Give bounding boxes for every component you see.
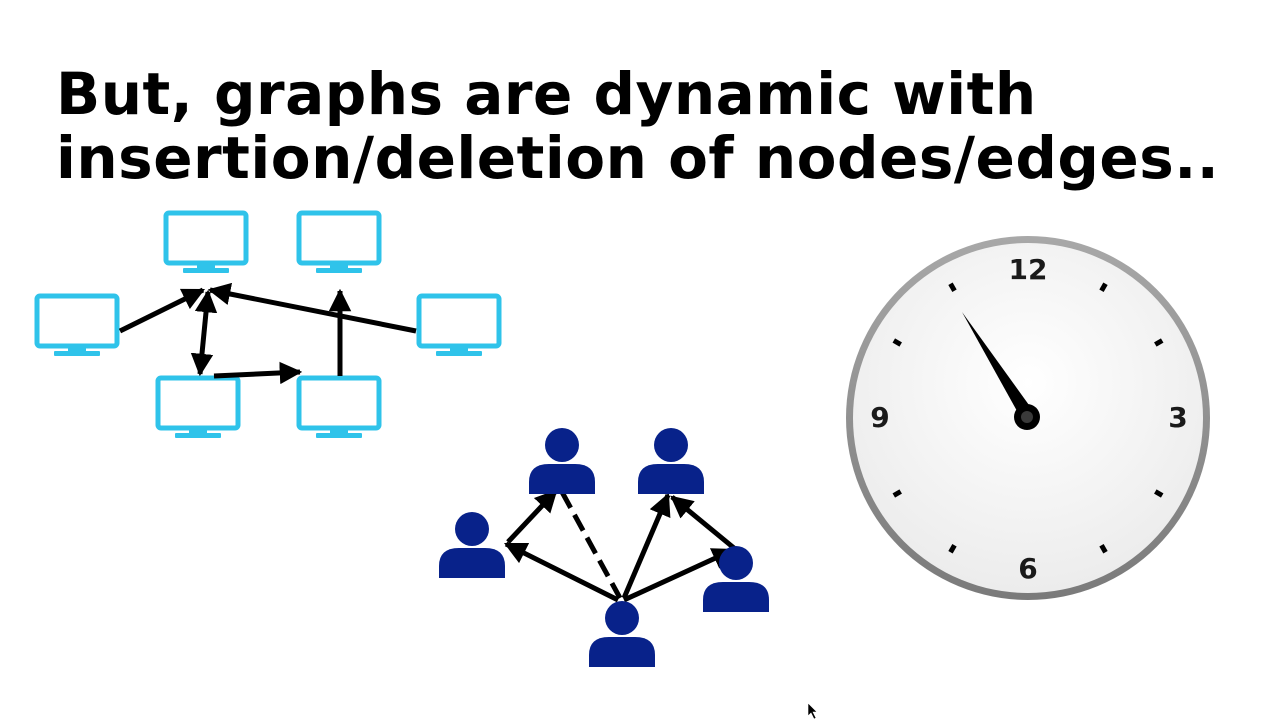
person-node-left (439, 512, 505, 578)
computer-node-right (419, 296, 499, 356)
clock-numeral-3: 3 (1168, 401, 1187, 434)
social-network (439, 428, 769, 667)
social-edge (670, 495, 736, 550)
computer-monitor-icon (419, 296, 499, 356)
mouse-cursor-icon (807, 702, 818, 720)
computer-node-left (37, 296, 117, 356)
computer-monitor-icon (299, 378, 379, 438)
person-icon (589, 601, 655, 667)
computer-monitor-icon (166, 213, 246, 273)
slide-title-line-2: insertion/deletion of nodes/edges.. (56, 124, 1220, 192)
person-icon (638, 428, 704, 494)
computer-monitor-icon (37, 296, 117, 356)
computer-node-bottom-right (299, 378, 379, 438)
computer-network (37, 213, 499, 438)
social-edge (506, 489, 558, 544)
person-icon (439, 512, 505, 578)
person-node-right (703, 546, 769, 612)
social-edge (621, 492, 671, 599)
slide-title-line-1: But, graphs are dynamic with (56, 60, 1037, 128)
computer-node-top-right (299, 213, 379, 273)
network-edge (118, 287, 206, 334)
social-edge (503, 541, 620, 603)
clock-numeral-9: 9 (870, 401, 889, 434)
slide-title: But, graphs are dynamic with insertion/d… (56, 62, 1219, 190)
computer-node-bottom-left (158, 378, 238, 438)
network-edge (190, 289, 218, 377)
computer-monitor-icon (299, 213, 379, 273)
clock-ticks (892, 282, 1164, 554)
computer-monitor-icon (158, 378, 238, 438)
clock-numeral-12: 12 (1009, 253, 1048, 286)
person-node-bottom (589, 601, 655, 667)
clock-numeral-6: 6 (1018, 552, 1037, 585)
computer-node-top-left (166, 213, 246, 273)
network-edge (207, 282, 417, 334)
person-icon (703, 546, 769, 612)
network-edge (213, 361, 303, 385)
person-node-top-right (638, 428, 704, 494)
person-node-top-left (529, 428, 595, 494)
social-edge-dashed (559, 490, 623, 600)
clock-icon: 12 3 6 9 (846, 236, 1210, 600)
social-edge (622, 547, 736, 603)
clock-hand (962, 312, 1034, 420)
person-icon (529, 428, 595, 494)
